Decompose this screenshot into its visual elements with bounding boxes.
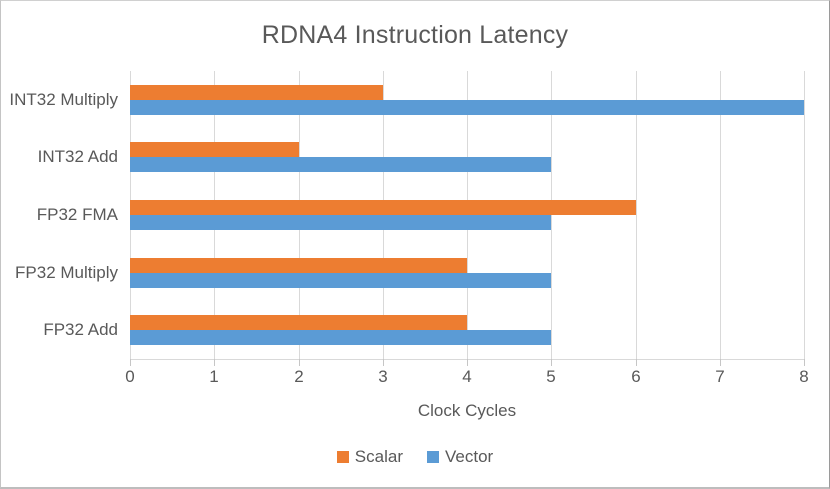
tick-mark xyxy=(636,359,637,366)
bar-vector-3 xyxy=(130,273,551,288)
tick-mark xyxy=(551,359,552,366)
bar-vector-1 xyxy=(130,157,551,172)
x-tick-label: 2 xyxy=(294,367,304,386)
tick-mark xyxy=(804,359,805,366)
legend-swatch-icon xyxy=(336,451,349,463)
legend-label: Scalar xyxy=(354,447,403,466)
legend: Scalar Vector xyxy=(1,447,829,467)
bar-scalar-2 xyxy=(130,200,636,215)
category-label: FP32 Add xyxy=(43,320,118,339)
bar-scalar-1 xyxy=(130,142,299,157)
category-label: INT32 Multiply xyxy=(9,90,118,109)
gridline xyxy=(551,71,552,359)
bar-scalar-0 xyxy=(130,85,383,100)
category-label: FP32 Multiply xyxy=(15,263,118,282)
legend-label: Vector xyxy=(444,447,494,466)
x-tick-label: 6 xyxy=(631,367,641,386)
x-axis-title: Clock Cycles xyxy=(417,401,517,420)
x-tick-label: 4 xyxy=(462,367,472,386)
category-label: FP32 FMA xyxy=(36,205,118,224)
gridline xyxy=(636,71,637,359)
tick-mark xyxy=(383,359,384,366)
bar-vector-4 xyxy=(130,330,551,345)
x-tick-label: 7 xyxy=(715,367,725,386)
x-tick-label: 0 xyxy=(125,367,135,386)
bar-scalar-3 xyxy=(130,258,467,273)
tick-mark xyxy=(130,359,131,366)
bar-vector-0 xyxy=(130,100,804,115)
tick-mark xyxy=(467,359,468,366)
bar-scalar-4 xyxy=(130,315,467,330)
legend-item-scalar: Scalar xyxy=(336,447,403,467)
bar-vector-2 xyxy=(130,215,551,230)
tick-mark xyxy=(299,359,300,366)
x-tick-label: 3 xyxy=(378,367,388,386)
plot-area xyxy=(130,71,805,366)
x-tick-label: 5 xyxy=(546,367,556,386)
tick-mark xyxy=(720,359,721,366)
tick-mark xyxy=(214,359,215,366)
chart-title: RDNA4 Instruction Latency xyxy=(261,21,569,49)
gridline xyxy=(804,71,805,359)
legend-item-vector: Vector xyxy=(426,447,494,467)
legend-swatch-icon xyxy=(426,451,439,463)
x-tick-label: 8 xyxy=(799,367,809,386)
category-label: INT32 Add xyxy=(37,147,118,166)
gridline xyxy=(720,71,721,359)
x-tick-label: 1 xyxy=(209,367,219,386)
